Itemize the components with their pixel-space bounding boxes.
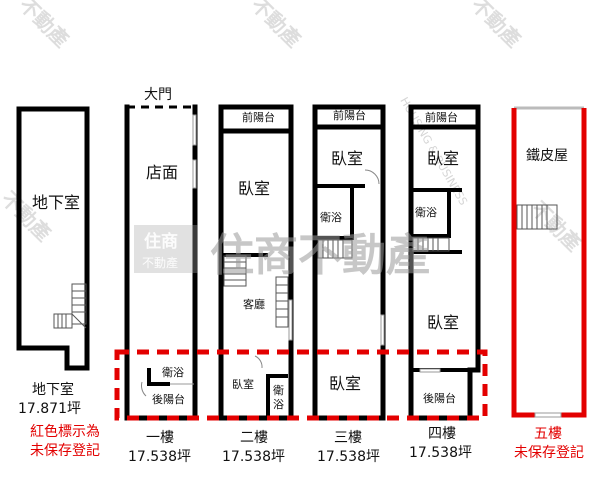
legend-line1: 紅色標示為 xyxy=(30,423,100,440)
floor-area: 17.538坪 xyxy=(409,445,472,461)
floor-5f: 鐵皮屋 五樓 未保存登記 xyxy=(511,106,587,461)
floor-3f: 前陽台 臥室 衛浴 臥室 三樓 17.538坪 xyxy=(312,104,386,465)
room-label: 前陽台 xyxy=(333,108,366,122)
room-label: 衛浴 xyxy=(320,211,342,224)
1f-walls xyxy=(124,104,198,421)
room-label: 臥室 xyxy=(427,149,459,168)
room-label: 臥室 xyxy=(232,377,254,391)
stairs-icon xyxy=(317,239,353,259)
room-label: 鐵皮屋 xyxy=(526,147,568,164)
floor-area: 17.871坪 xyxy=(18,401,81,417)
room-label: 店面 xyxy=(146,163,178,182)
watermark-diag: 不動產 xyxy=(14,0,73,52)
floor-name: 一樓 xyxy=(146,430,174,446)
floor-1f: 大門 店面 衛浴 後陽台 一樓 17.538坪 xyxy=(124,87,198,465)
floor-2f: 前陽台 臥室 客廳 臥室 衛 浴 二樓 17.538坪 xyxy=(218,104,294,465)
room-label: 衛浴 xyxy=(415,206,437,219)
room-label-bath-1: 衛 xyxy=(273,384,284,397)
floor-area-note: 未保存登記 xyxy=(514,444,584,461)
watermark-logo-bottom: 不動產 xyxy=(142,255,178,270)
room-label: 後陽台 xyxy=(152,392,185,406)
stairs-icon xyxy=(516,204,558,230)
room-label: 地下室 xyxy=(32,193,80,212)
floor-4f: 前陽台 臥室 衛浴 臥室 後陽台 四樓 17.538坪 xyxy=(408,104,481,461)
floor-name: 二樓 xyxy=(240,430,268,446)
room-label: 前陽台 xyxy=(242,110,275,124)
room-label: 衛浴 xyxy=(162,366,184,379)
stairs-icon xyxy=(223,255,289,328)
basement-walls xyxy=(16,106,90,371)
stairs-icon xyxy=(53,283,87,329)
legend-line2: 未保存登記 xyxy=(30,442,100,459)
floor-name: 四樓 xyxy=(428,426,456,442)
floor-area: 17.538坪 xyxy=(222,449,285,465)
room-label: 臥室 xyxy=(427,313,459,332)
room-label: 客廳 xyxy=(243,297,265,311)
floor-name: 三樓 xyxy=(334,430,362,446)
room-label: 後陽台 xyxy=(423,391,456,405)
watermark-logo: 住商 不動產 住商不動產 xyxy=(134,225,430,281)
watermark-logo-top: 住商 xyxy=(144,231,178,252)
room-label-bath-2: 浴 xyxy=(273,398,284,411)
room-label: 前陽台 xyxy=(425,110,458,124)
watermark-text: 住商不動產 xyxy=(210,230,430,281)
stairs-icon xyxy=(412,237,450,252)
floor-area: 17.538坪 xyxy=(317,449,380,465)
room-label: 臥室 xyxy=(238,179,270,198)
floor-basement: 地下室 地下室 17.871坪 紅色標示為 未保存登記 xyxy=(16,106,100,459)
unregistered-outline xyxy=(114,349,488,421)
room-label: 臥室 xyxy=(331,149,363,168)
watermark-diag: 不動產 xyxy=(466,0,525,52)
floor-name: 五樓 xyxy=(534,426,562,442)
floor-area: 17.538坪 xyxy=(128,449,191,465)
main-door-label: 大門 xyxy=(144,87,172,103)
watermark-diag: 不動產 xyxy=(246,0,305,52)
floor-name: 地下室 xyxy=(32,381,74,398)
room-label: 臥室 xyxy=(329,374,361,393)
